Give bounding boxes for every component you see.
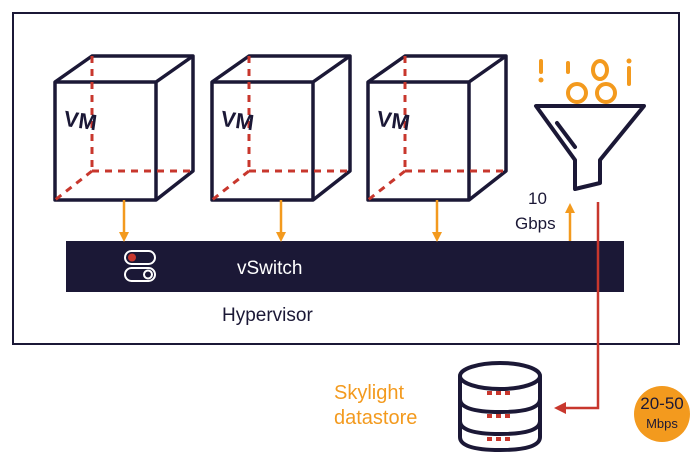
uplink-rate-unit: Gbps [515,214,556,233]
vm-cube-3 [366,54,508,202]
vm-label: VM [62,106,98,135]
vswitch-bar [66,241,624,292]
vm-label: VM [375,106,411,135]
datastore-label-line2: datastore [334,407,418,429]
funnel-icon [534,104,646,191]
vm-cube-2 [210,54,352,202]
database-icon [458,361,542,453]
data-bits-icon [538,58,632,104]
vswitch-label: vSwitch [237,258,303,279]
vm-cube-1 [53,54,195,202]
hypervisor-label: Hypervisor [222,305,313,326]
toggle-switch-icon [124,250,156,282]
cube-icon [53,54,195,202]
cube-icon [366,54,508,202]
rate-badge-unit: Mbps [646,416,678,431]
vm-label: VM [219,106,255,135]
funnel-to-datastore-line [554,202,600,414]
rate-badge: 20-50 Mbps [634,386,690,442]
rate-badge-value: 20-50 [640,394,684,413]
datastore-label-line1: Skylight [334,382,405,404]
uplink-rate-value: 10 [528,189,547,208]
cube-icon [210,54,352,202]
